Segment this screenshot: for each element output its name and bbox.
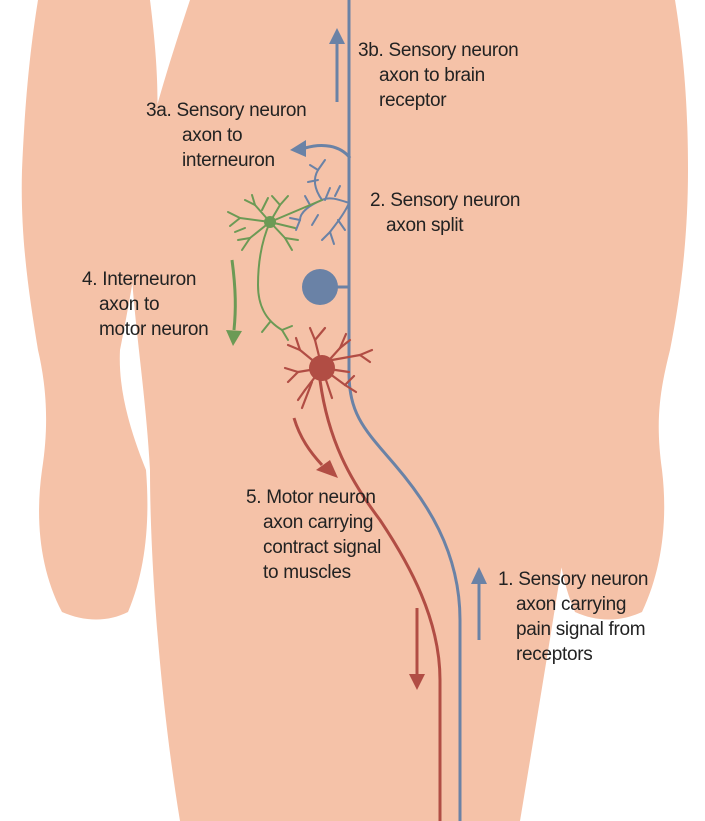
label-step-5: 5. Motor neuron axon carrying contract s…: [246, 485, 381, 585]
interneuron-cell-body: [264, 216, 276, 228]
label-step-3a: 3a. Sensory neuron axon to interneuron: [146, 98, 306, 173]
label-step-1: 1. Sensory neuron axon carrying pain sig…: [498, 567, 648, 667]
motor-neuron-cell-body: [309, 355, 335, 381]
label-step-4: 4. Interneuron axon to motor neuron: [82, 267, 208, 342]
sensory-cell-body: [302, 269, 338, 305]
label-step-2: 2. Sensory neuron axon split: [370, 188, 520, 238]
label-step-3b: 3b. Sensory neuron axon to brain recepto…: [358, 38, 518, 113]
